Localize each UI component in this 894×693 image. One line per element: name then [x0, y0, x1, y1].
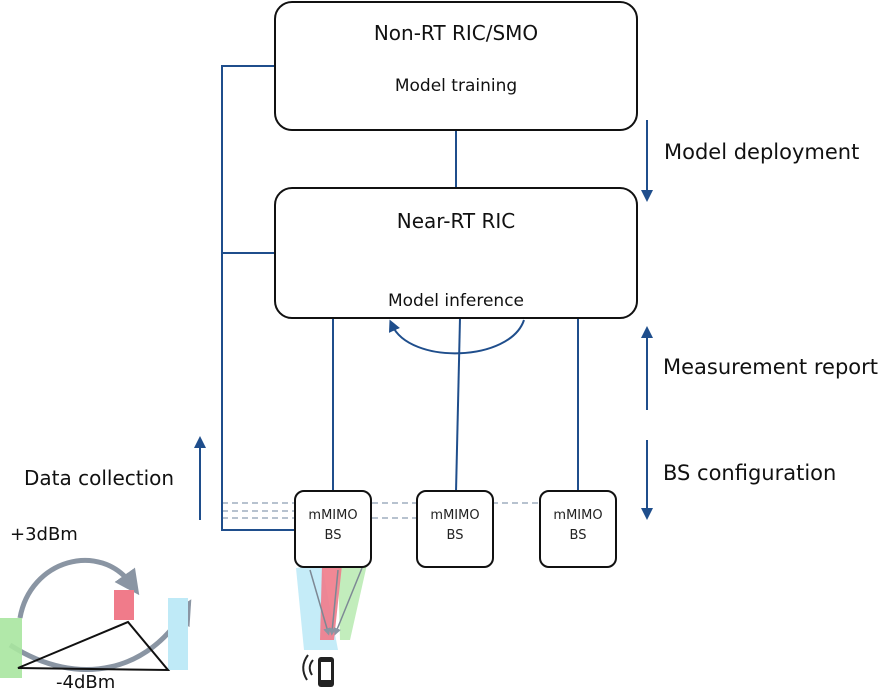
- signal-icon: [302, 654, 314, 681]
- model-training-label: Model training: [394, 76, 518, 96]
- mmimo-bs-3: mMIMO BS: [539, 490, 617, 568]
- power-illustration: [0, 557, 192, 678]
- bs-label-line1: mMIMO: [553, 508, 603, 523]
- data-collection-bus: [221, 65, 295, 531]
- phone-icon: [318, 657, 334, 687]
- bs-label-line2: BS: [569, 528, 587, 543]
- bs-configuration-label: BS configuration: [663, 461, 837, 485]
- measurement-report-label: Measurement report: [663, 355, 878, 379]
- non-rt-ric-title: Non-RT RIC/SMO: [373, 21, 539, 45]
- data-collection-label: Data collection: [24, 466, 175, 490]
- power-down-label: -4dBm: [56, 672, 116, 693]
- beam-icon: [296, 560, 368, 650]
- non-rt-ric-box: Non-RT RIC/SMO Model training: [274, 1, 638, 131]
- bs-label-line2: BS: [446, 528, 464, 543]
- bs-label-line1: mMIMO: [308, 508, 358, 523]
- model-inference-label: Model inference: [387, 291, 525, 311]
- near-rt-ric-box: Near-RT RIC Model inference: [274, 187, 638, 319]
- bs-links: [332, 317, 579, 493]
- near-rt-ric-title: Near-RT RIC: [396, 209, 516, 233]
- mmimo-bs-2: mMIMO BS: [416, 490, 494, 568]
- model-deployment-label: Model deployment: [664, 140, 860, 164]
- bs-label-line2: BS: [324, 528, 342, 543]
- bs-label-line1: mMIMO: [430, 508, 480, 523]
- mmimo-bs-1: mMIMO BS: [294, 490, 372, 568]
- power-up-label: +3dBm: [10, 524, 78, 545]
